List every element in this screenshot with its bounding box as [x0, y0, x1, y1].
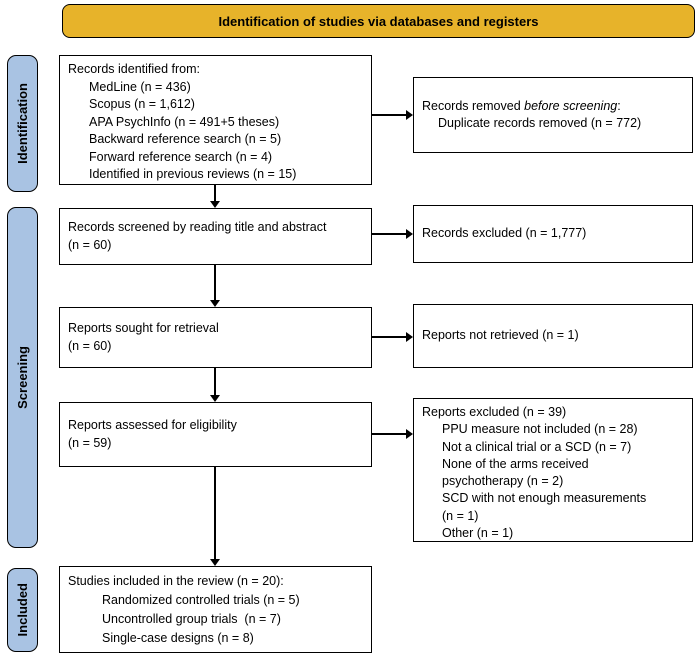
box-records-removed: Records removed before screening: Duplic…: [413, 77, 693, 153]
banner-label: Identification of studies via databases …: [218, 13, 539, 29]
box-reports-sought: Reports sought for retrieval (n = 60): [59, 307, 372, 368]
box-reports-excluded-line: PPU measure not included (n = 28): [442, 422, 638, 437]
box-records-removed-line: Duplicate records removed (n = 772): [438, 116, 642, 130]
box-records-identified-line: APA PsychInfo (n = 491+5 theses): [89, 114, 280, 129]
records-removed-title-pre: Records removed: [422, 98, 525, 113]
arrow-right-to-reports-not-retrieved: [372, 336, 406, 338]
box-reports-assessed-count: (n = 59): [68, 435, 112, 450]
arrow-right-to-records-removed: [372, 114, 406, 116]
box-records-screened-count: (n = 60): [68, 237, 112, 252]
box-reports-excluded-line: Other (n = 1): [442, 526, 514, 541]
arrow-down-identified-to-screened: [214, 185, 216, 201]
box-reports-sought-count: (n = 60): [68, 338, 112, 353]
box-reports-excluded-title: Reports excluded (n = 39): [422, 405, 567, 419]
box-reports-not-retrieved-line: Reports not retrieved (n = 1): [422, 328, 579, 343]
box-reports-assessed: Reports assessed for eligibility (n = 59…: [59, 402, 372, 467]
box-records-excluded-line: Records excluded (n = 1,777): [422, 226, 587, 241]
box-reports-excluded: Reports excluded (n = 39) PPU measure no…: [413, 398, 693, 542]
box-reports-assessed-line: Reports assessed for eligibility: [68, 418, 237, 432]
banner-identification-via-databases: Identification of studies via databases …: [62, 4, 695, 38]
box-records-screened: Records screened by reading title and ab…: [59, 208, 372, 265]
box-studies-included-line: Uncontrolled group trials (n = 7): [102, 612, 281, 626]
box-studies-included-line: Randomized controlled trials (n = 5): [102, 593, 300, 607]
box-reports-sought-line: Reports sought for retrieval: [68, 321, 219, 335]
box-records-removed-title: Records removed before screening:: [422, 98, 684, 116]
arrow-down-screened-to-sought: [214, 265, 216, 300]
records-removed-title-italic: before screening: [524, 98, 618, 113]
box-reports-excluded-line: SCD with not enough measurements: [442, 491, 647, 506]
box-records-screened-line: Records screened by reading title and ab…: [68, 220, 327, 234]
box-reports-excluded-line: psychotherapy (n = 2): [442, 474, 564, 489]
box-records-identified: Records identified from: MedLine (n = 43…: [59, 55, 372, 185]
box-reports-excluded-line: Not a clinical trial or a SCD (n = 7): [442, 439, 632, 454]
box-records-identified-line: Scopus (n = 1,612): [89, 97, 195, 111]
stage-screening: Screening: [7, 207, 38, 548]
stage-included: Included: [7, 568, 38, 652]
arrow-right-to-records-excluded: [372, 233, 406, 235]
arrow-down-sought-to-assessed: [214, 368, 216, 395]
box-records-identified-title: Records identified from:: [68, 62, 201, 76]
box-records-identified-line: Backward reference search (n = 5): [89, 132, 282, 146]
box-reports-excluded-line: (n = 1): [442, 508, 479, 523]
arrow-right-to-reports-excluded: [372, 433, 406, 435]
box-studies-included: Studies included in the review (n = 20):…: [59, 566, 372, 653]
stage-identification: Identification: [7, 55, 38, 192]
box-studies-included-title: Studies included in the review (n = 20):: [68, 574, 284, 588]
stage-screening-label: Screening: [15, 346, 30, 409]
stage-identification-label: Identification: [15, 83, 30, 164]
stage-included-label: Included: [15, 583, 30, 637]
box-records-identified-line: MedLine (n = 436): [89, 79, 191, 94]
box-records-identified-line: Forward reference search (n = 4): [89, 149, 273, 164]
box-studies-included-line: Single-case designs (n = 8): [102, 631, 254, 645]
arrow-down-assessed-to-included: [214, 467, 216, 559]
box-reports-excluded-line: None of the arms received: [442, 456, 589, 471]
box-records-excluded: Records excluded (n = 1,777): [413, 205, 693, 263]
box-records-identified-line: Identified in previous reviews (n = 15): [89, 167, 297, 181]
records-removed-title-post: :: [617, 98, 621, 113]
box-reports-not-retrieved: Reports not retrieved (n = 1): [413, 304, 693, 368]
